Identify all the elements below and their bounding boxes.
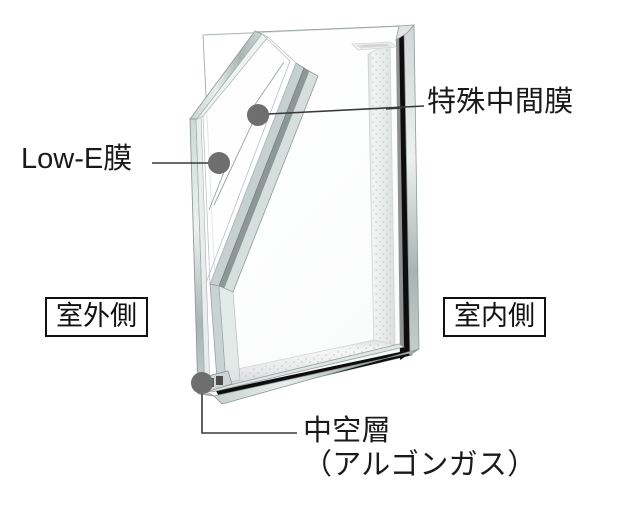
bottom-edge-band: [213, 348, 420, 405]
label-low-e-film: Low-E膜: [21, 143, 133, 175]
label-cavity-line1: 中空層: [303, 415, 391, 447]
hairline-interlayer-to-edge: [253, 61, 285, 107]
leader-lines: [152, 105, 425, 434]
outer-pane-face: [190, 26, 404, 392]
leader-interlayer-tick: [385, 107, 403, 110]
cutaway-band-lower-inner: [218, 285, 241, 384]
callout-dots: [191, 104, 269, 394]
cutaway-hairline: [205, 33, 291, 284]
hairline-lowe-down: [208, 171, 225, 211]
leader-interlayer: [267, 105, 425, 115]
top-right-corner-cap: [395, 24, 415, 41]
label-special-interlayer: 特殊中間膜: [427, 86, 574, 118]
outer-glass-pane: [189, 25, 406, 395]
outer-pane-bottom-edge: [204, 343, 406, 393]
cutaway-corner: [202, 33, 319, 384]
leader-hairlines: [208, 61, 285, 211]
label-cavity: 中空層 （アルゴンガス）: [303, 415, 537, 482]
leader-cavity: [201, 392, 297, 434]
desiccant-cell-3: [216, 376, 223, 385]
hairline-interlayer-down: [213, 123, 253, 206]
interlayer-dot: [247, 104, 269, 126]
cavity-dot: [191, 372, 213, 394]
label-outdoor-side: 室外側: [45, 297, 148, 338]
label-indoor-side: 室内側: [443, 297, 546, 338]
low-e-dot: [208, 152, 230, 174]
outer-pane-top-outline: [255, 25, 400, 33]
label-cavity-line2: （アルゴンガス）: [303, 449, 537, 482]
